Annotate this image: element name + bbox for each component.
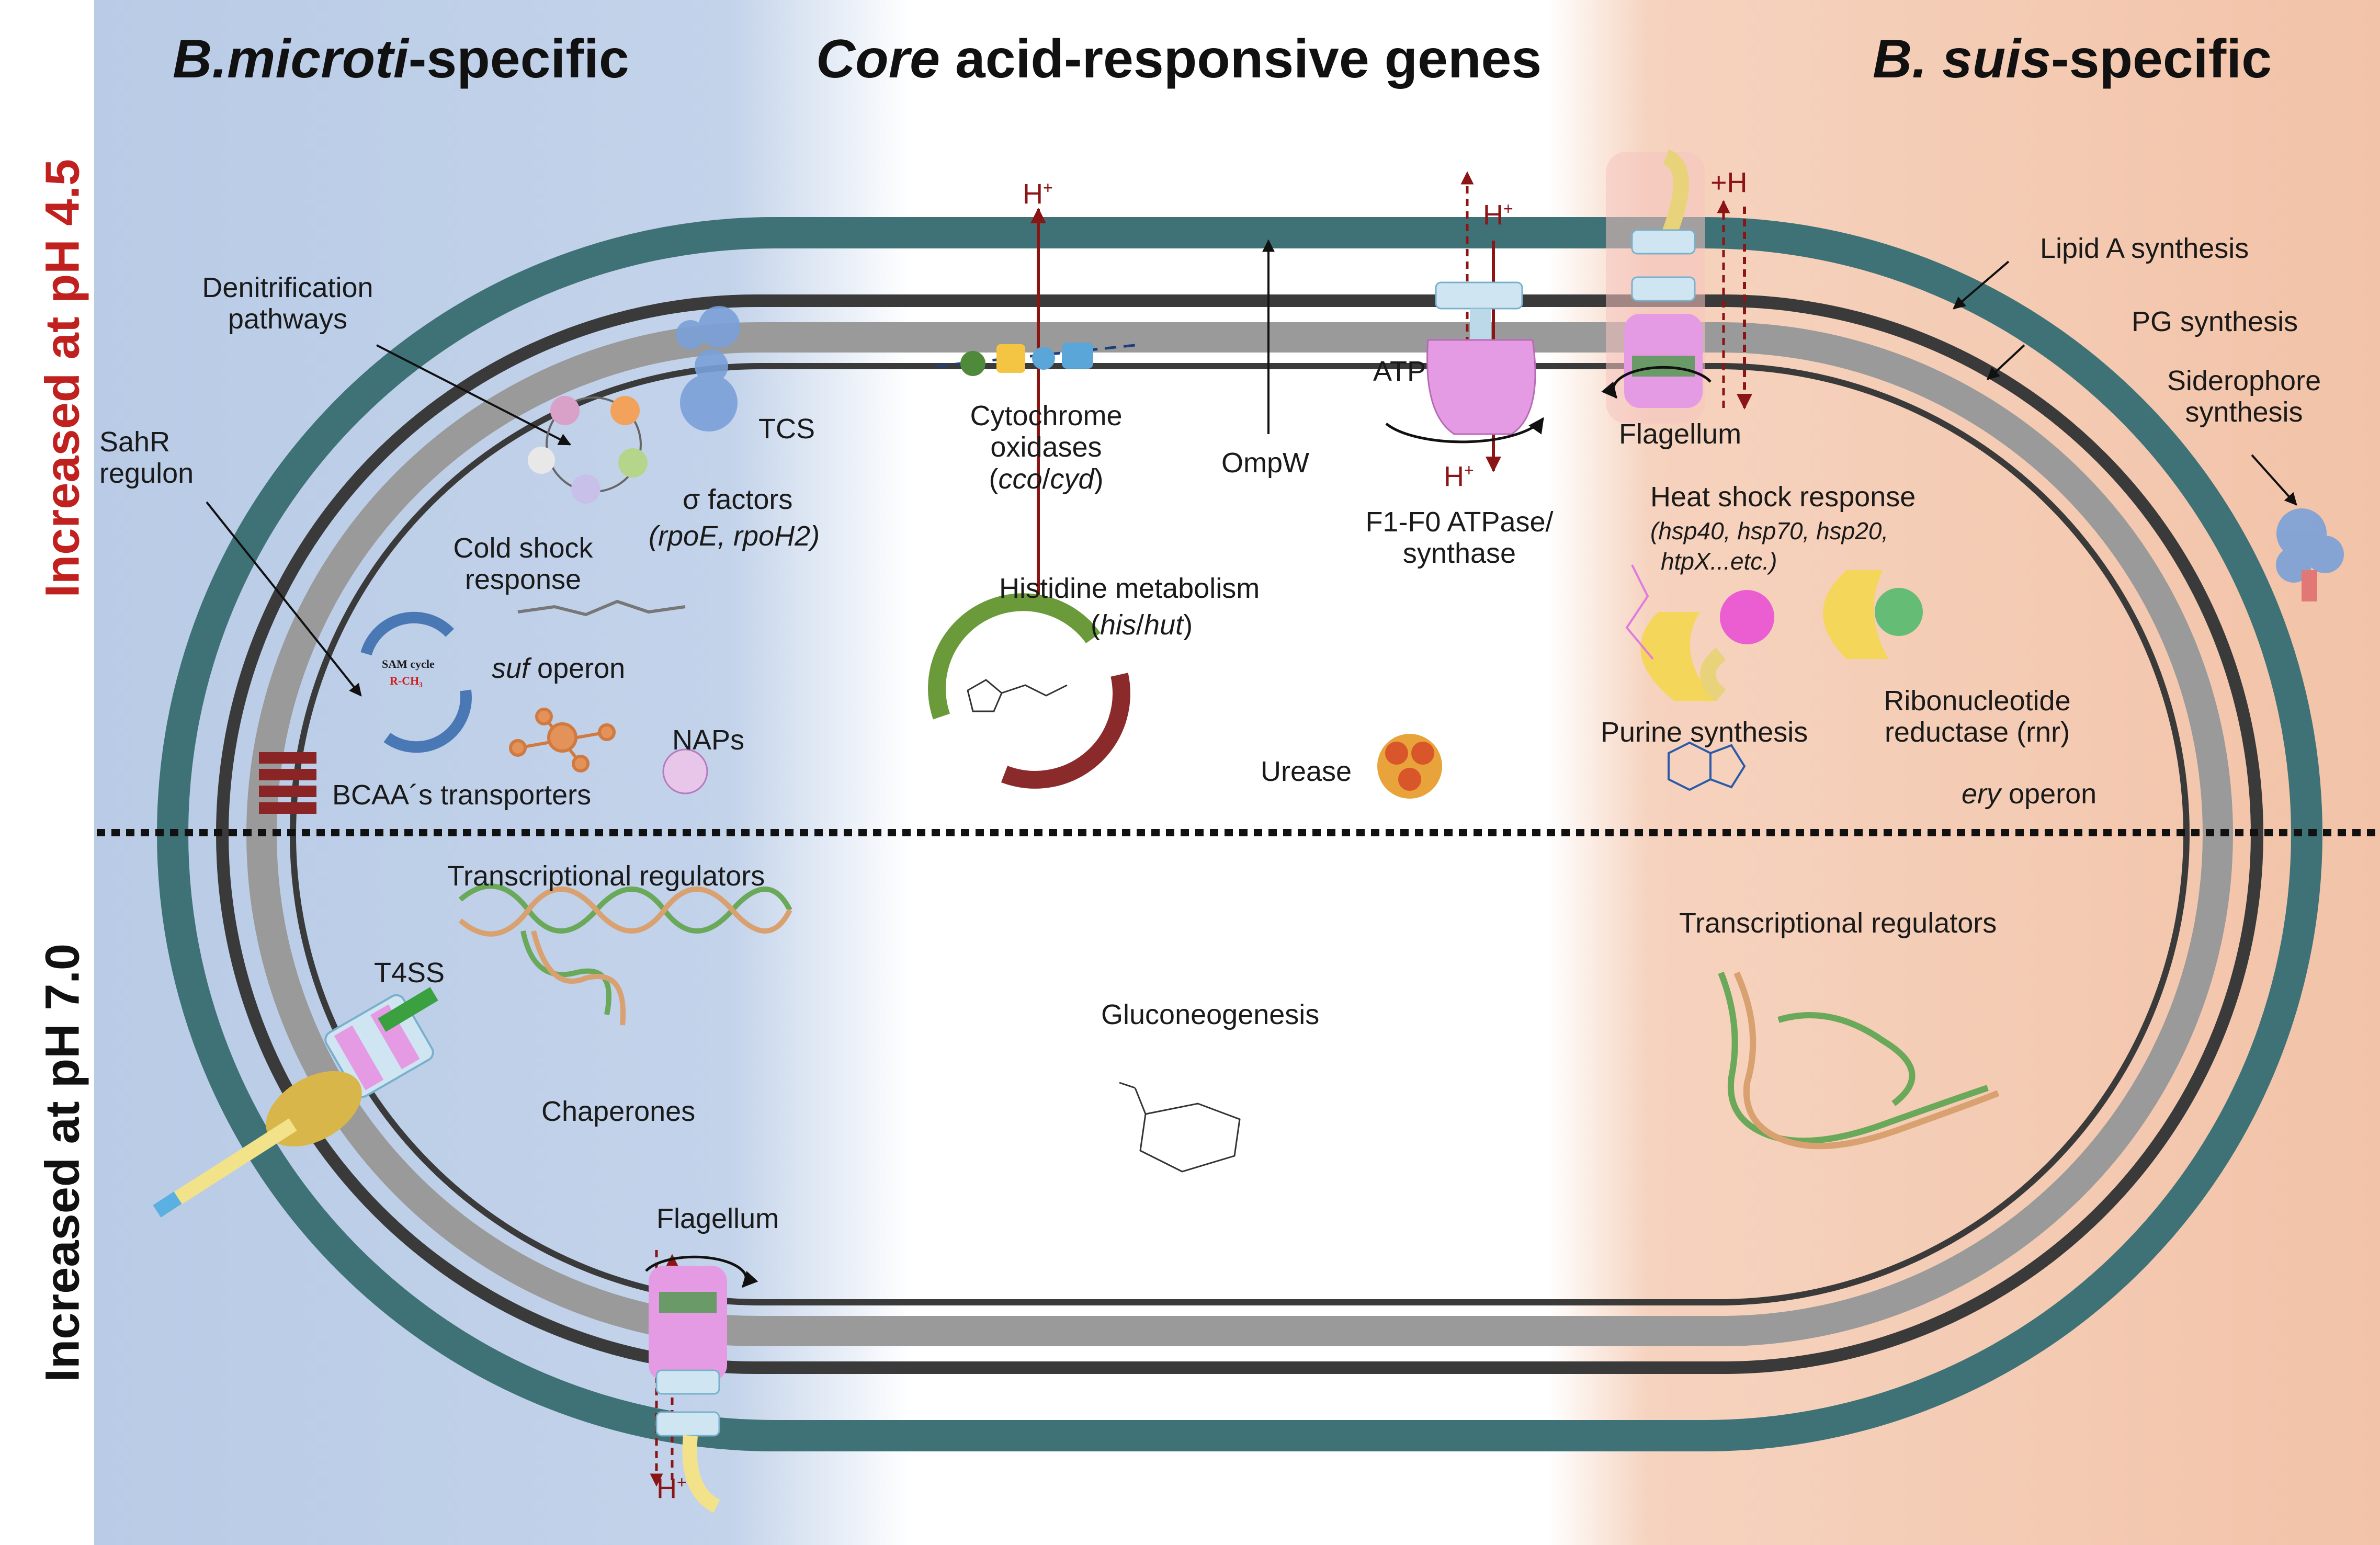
bcaa-label: BCAA´s transporters bbox=[332, 779, 592, 811]
f1f0-label: F1-F0 ATPase/synthase bbox=[1365, 506, 1554, 570]
flagellum-top-icon bbox=[1601, 149, 1712, 424]
ery-operon-label: ery operon bbox=[1962, 778, 2097, 810]
naps-label: NAPs bbox=[672, 724, 745, 756]
atp-label: ATP bbox=[1373, 356, 1426, 387]
naps-icon bbox=[662, 748, 708, 794]
cytochrome-oxidase-icon bbox=[936, 343, 1136, 376]
bcaa-transporter-icon bbox=[259, 752, 316, 814]
h-plus-atpase-bottom: H+ bbox=[1444, 461, 1474, 492]
urease-icon bbox=[1377, 734, 1442, 799]
cold-shock-icon bbox=[517, 599, 686, 617]
suf-operon-label: suf operon bbox=[492, 653, 626, 684]
sam-cycle-icon bbox=[360, 611, 472, 753]
glucose-icon bbox=[1119, 1082, 1241, 1173]
t4ss-label: T4SS bbox=[374, 957, 445, 989]
tr-right-label: Transcriptional regulators bbox=[1679, 907, 1997, 939]
flagellum-bottom-label: Flagellum bbox=[656, 1203, 779, 1234]
ph70-label: Increased at pH 7.0 bbox=[36, 943, 89, 1382]
dna-regulator-right-icon bbox=[1718, 971, 2000, 1150]
h-plus-flagellum-bottom: H+ bbox=[656, 1473, 687, 1504]
histidine-cycle-icon bbox=[928, 593, 1130, 789]
tr-left-label: Transcriptional regulators bbox=[447, 860, 765, 892]
heat-shock-label: Heat shock response bbox=[1650, 481, 1916, 513]
h-plus-cyt: H+ bbox=[1023, 178, 1053, 210]
sigma-genes-label: (rpoE, rpoH2) bbox=[649, 520, 820, 552]
sam-cycle-text: SAM cycle bbox=[382, 657, 435, 671]
h-plus-atpase-top: H+ bbox=[1483, 199, 1513, 231]
tcs-protein-icon bbox=[676, 306, 740, 431]
suf-operon-icon bbox=[509, 708, 616, 772]
histidine-genes-label: (his/hut) bbox=[1091, 609, 1193, 641]
histidine-structure-icon bbox=[967, 679, 1068, 712]
urease-label: Urease bbox=[1261, 756, 1352, 787]
flagellum-bottom-icon bbox=[645, 1255, 758, 1513]
purine-label: Purine synthesis bbox=[1601, 717, 1808, 748]
sam-rch3-text: R-CH₃ bbox=[390, 674, 423, 687]
t4ss-icon bbox=[153, 987, 438, 1218]
pg-label: PG synthesis bbox=[2132, 306, 2298, 337]
denitrification-icon bbox=[528, 396, 648, 504]
flagellum-top-label: Flagellum bbox=[1619, 418, 1742, 450]
ompw-label: OmpW bbox=[1221, 447, 1309, 479]
microti-header: B.microti-specific bbox=[173, 29, 629, 89]
purine-icon bbox=[1668, 741, 1746, 791]
tcs-label: TCS bbox=[758, 413, 815, 445]
ph45-label: Increased at pH 4.5 bbox=[36, 158, 89, 598]
sigma-label: σ factors bbox=[683, 484, 793, 515]
lipid-a-label: Lipid A synthesis bbox=[2040, 233, 2249, 264]
siderophore-icon bbox=[2276, 508, 2344, 601]
heat-shock-genes-label: (hsp40, hsp70, hsp20, bbox=[1650, 517, 1889, 544]
heat-shock-genes2-label: htpX...etc.) bbox=[1661, 548, 1777, 575]
core-header: Core acid-responsive genes bbox=[816, 29, 1542, 89]
suis-header: B. suis-specific bbox=[1873, 29, 2272, 89]
heat-shock-icon bbox=[1625, 564, 1923, 702]
plus-h-label: +H bbox=[1710, 167, 1748, 198]
atpase-icon bbox=[1385, 281, 1545, 444]
histidine-label: Histidine metabolism bbox=[999, 573, 1260, 604]
dna-regulator-left-icon bbox=[458, 883, 792, 1026]
gluconeogenesis-label: Gluconeogenesis bbox=[1101, 999, 1320, 1030]
chaperones-label: Chaperones bbox=[541, 1096, 696, 1127]
